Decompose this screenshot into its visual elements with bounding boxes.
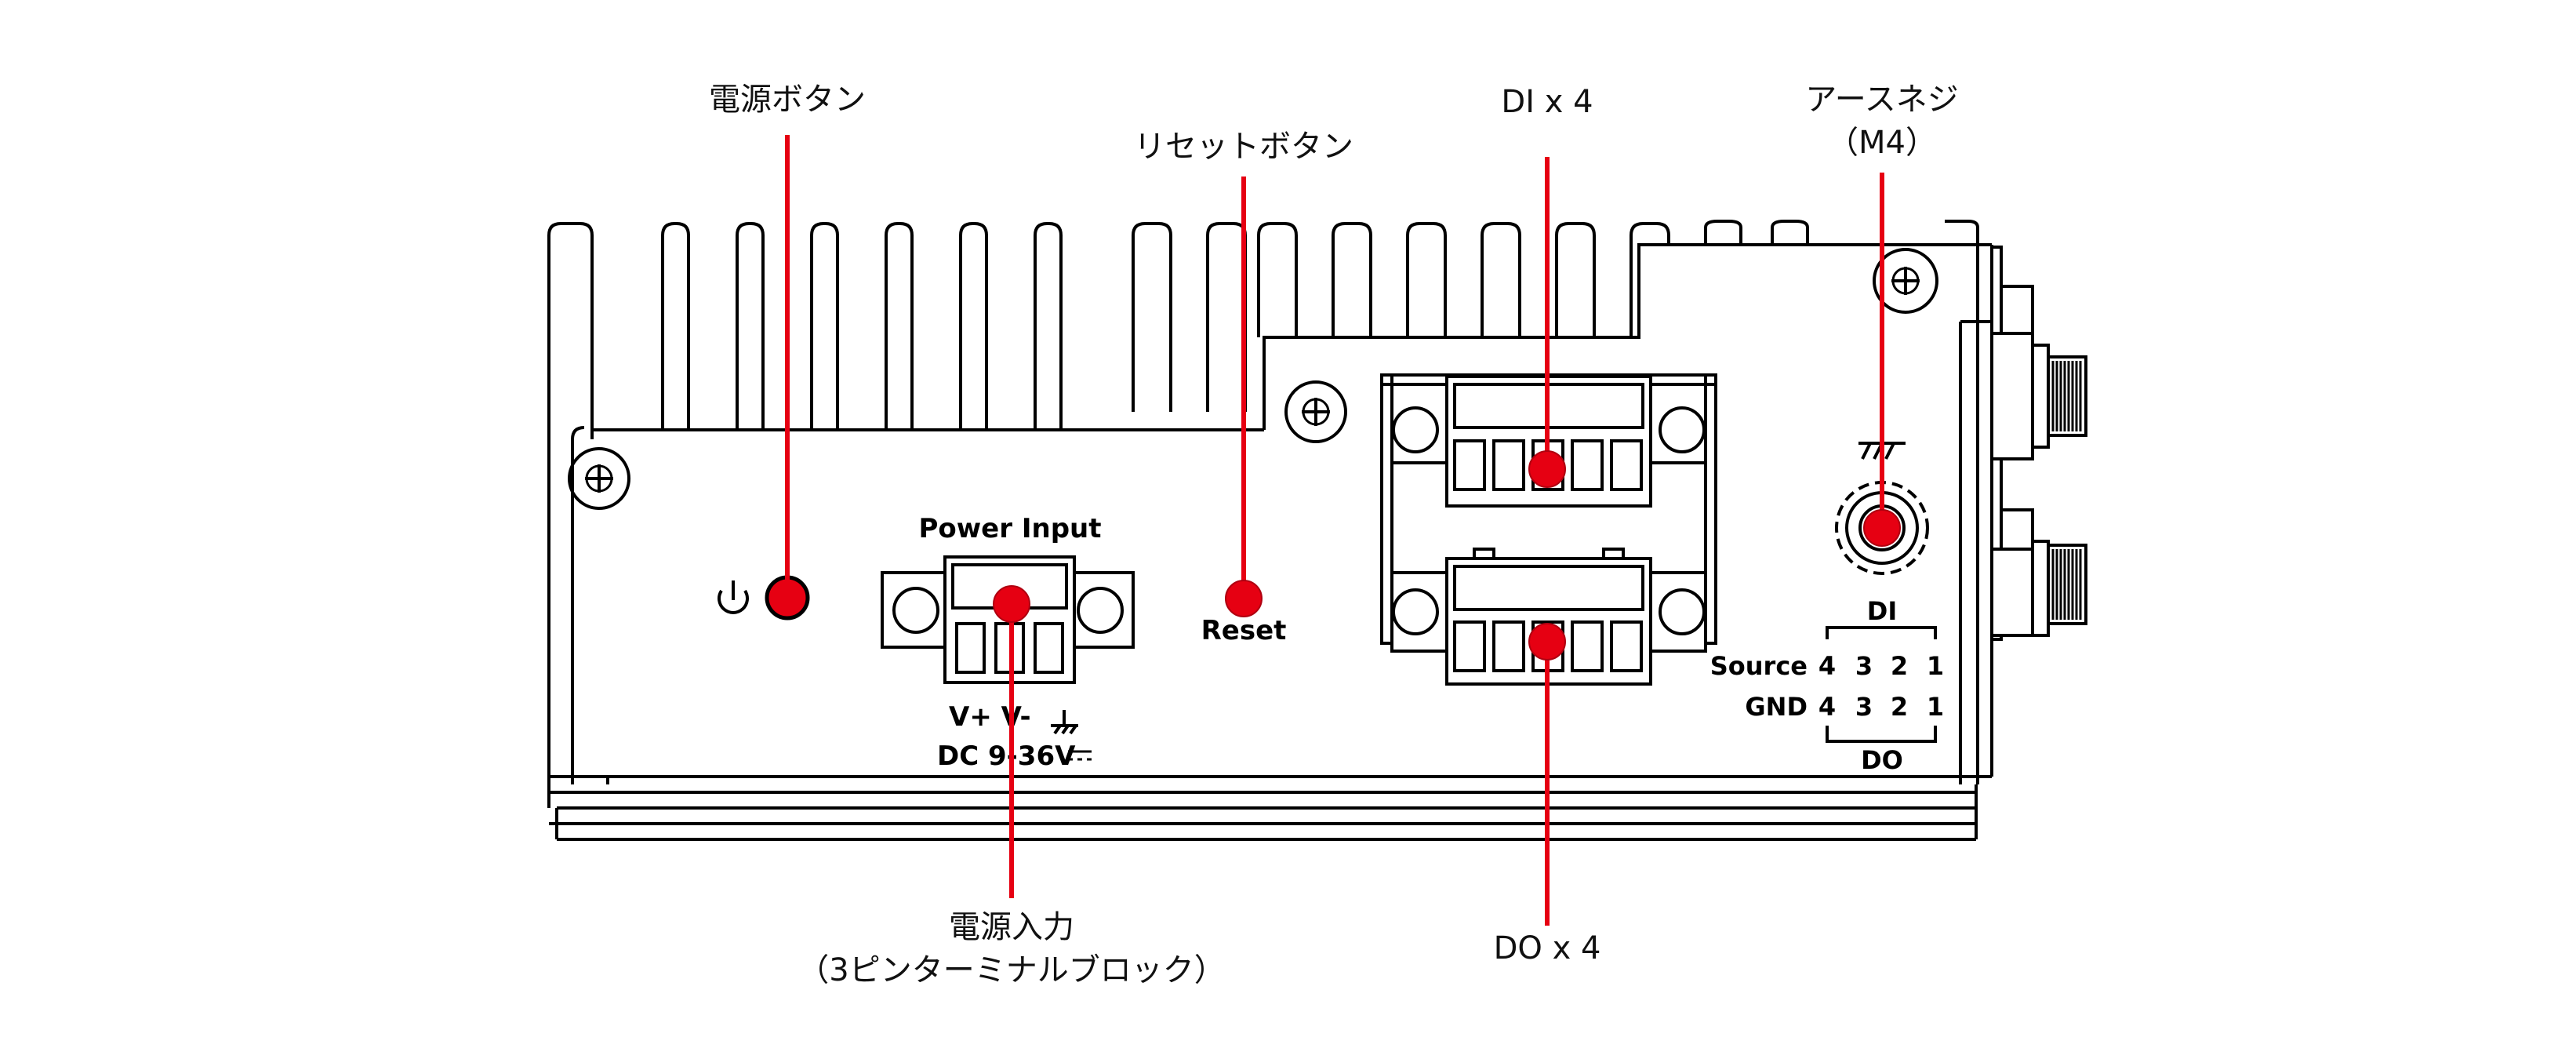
dc-symbol-icon (1068, 750, 1092, 761)
di-label: DI (1867, 596, 1897, 626)
heatsink-fins (547, 220, 1809, 435)
screw-right (1873, 248, 1938, 314)
chassis (547, 220, 1993, 841)
di-callout-dot (1528, 450, 1566, 488)
gnd-pin-1: 1 (1927, 692, 1944, 722)
antenna-thread-bottom (2051, 549, 2082, 620)
do-callout-dot (1528, 623, 1566, 661)
ground-symbol-icon (1051, 710, 1078, 735)
callout-di: DI x 4 (1501, 84, 1593, 120)
source-pin-3: 3 (1855, 651, 1873, 681)
callout-lines (785, 135, 1884, 926)
gnd-pin-4: 4 (1818, 692, 1836, 722)
callout-power-button: 電源ボタン (709, 82, 866, 118)
gnd-pin-3: 3 (1855, 692, 1873, 722)
heatsink-fin (810, 222, 839, 430)
gnd-label: GND (1745, 692, 1808, 722)
callout-earth-screw-line2: （M4） (1827, 125, 1937, 161)
source-pin-1: 1 (1927, 651, 1944, 681)
heatsink-fin (885, 222, 914, 430)
do-label: DO (1861, 745, 1903, 775)
gnd-pin-2: 2 (1891, 692, 1908, 722)
power-icon (718, 580, 749, 614)
source-pin-4: 4 (1818, 651, 1836, 681)
callout-power-input-line1: 電源入力 (949, 909, 1074, 945)
source-pin-2: 2 (1891, 651, 1908, 681)
io-pin-table: DI Source 4 3 2 1 GND 4 3 2 1 DO (1710, 596, 1944, 775)
callout-power-input-line2: （3ピンターミナルブロック） (798, 952, 1225, 988)
heatsink-fin (661, 222, 690, 430)
power-input-title: Power Input (918, 513, 1101, 544)
heatsink-fin (736, 222, 765, 430)
screw-left (568, 447, 630, 510)
source-label: Source (1710, 651, 1808, 681)
power-pins-label: V+ V- (949, 701, 1031, 733)
callout-earth-screw-line1: アースネジ (1805, 82, 1959, 118)
di-terminal-block[interactable] (1390, 375, 1707, 508)
power-rating-label: DC 9-36V (937, 741, 1076, 772)
antenna-thread-top (2051, 361, 2082, 431)
callout-do: DO x 4 (1494, 930, 1601, 966)
callout-dots (993, 450, 1901, 661)
screw-center (1284, 380, 1347, 443)
heatsink-fin (1034, 222, 1063, 430)
side-antenna-connectors (1990, 246, 2087, 641)
heatsink-fin (959, 222, 988, 430)
heatsink-fins-left (661, 222, 1063, 430)
reset-button[interactable] (1225, 580, 1263, 617)
earth-callout-dot (1863, 509, 1901, 547)
power-input-callout-dot (993, 585, 1030, 623)
reset-label: Reset (1201, 615, 1287, 646)
callout-reset-button: リセットボタン (1134, 129, 1353, 165)
